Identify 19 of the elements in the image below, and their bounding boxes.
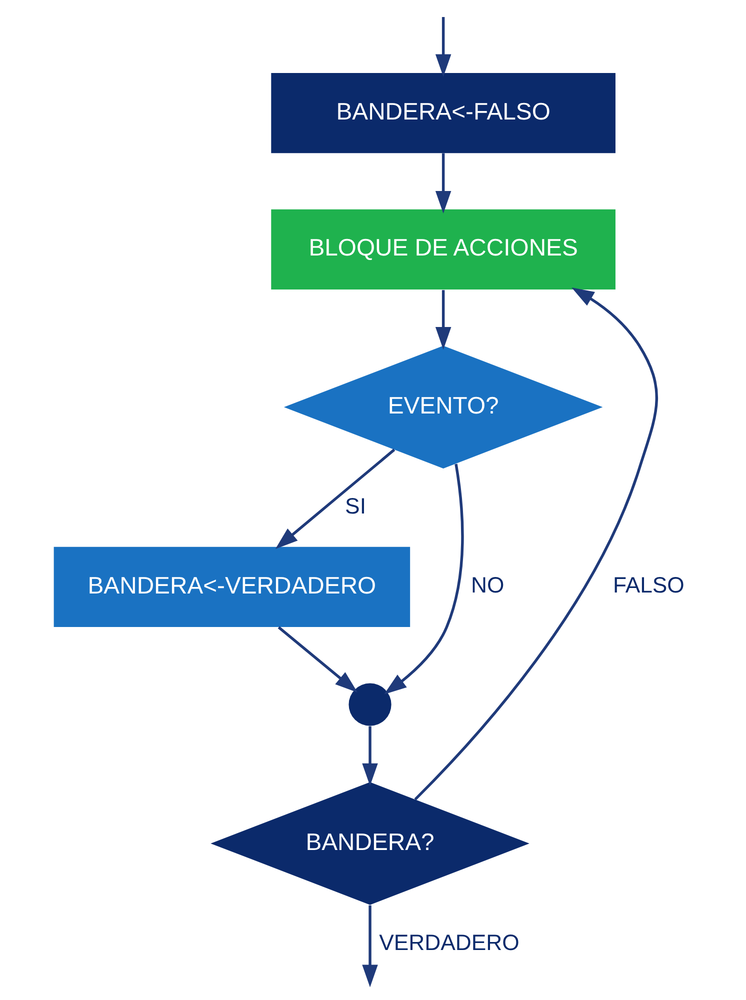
arrow bbox=[435, 290, 452, 350]
arrow bbox=[414, 288, 658, 800]
arrow bbox=[435, 17, 452, 77]
edge-label: VERDADERO bbox=[379, 930, 520, 955]
edge-label: SI bbox=[345, 493, 366, 518]
node-circle bbox=[348, 683, 392, 726]
node-box: BANDERA<-VERDADERO bbox=[54, 546, 410, 627]
arrow bbox=[278, 626, 358, 693]
edge-label: NO bbox=[471, 572, 504, 598]
arrow bbox=[435, 153, 452, 214]
node-box: BLOQUE DE ACCIONES bbox=[271, 209, 616, 290]
arrow bbox=[362, 726, 378, 786]
edge-label: FALSO bbox=[613, 572, 684, 598]
node-box: BANDERA<-FALSO bbox=[271, 73, 616, 154]
node-diamond: EVENTO? bbox=[284, 346, 603, 468]
arrow bbox=[275, 448, 396, 549]
node-diamond: BANDERA? bbox=[210, 782, 530, 905]
arrow bbox=[362, 905, 378, 988]
arrow bbox=[384, 464, 464, 694]
